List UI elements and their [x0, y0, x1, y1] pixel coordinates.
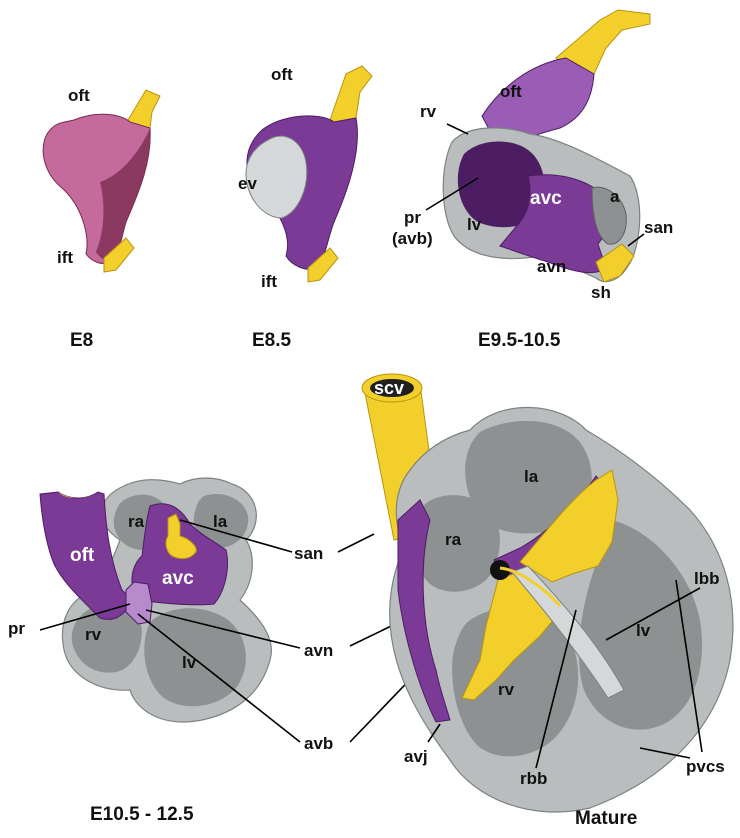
label-avn-shared: avn [304, 641, 333, 660]
label-ev-e85: ev [238, 174, 257, 193]
stage-label-e8: E8 [70, 330, 93, 351]
label-avj-mature: avj [404, 747, 428, 766]
e105-heart-section [40, 478, 271, 722]
stage-label-e85: E8.5 [252, 330, 292, 351]
leader-rv-e95 [447, 124, 468, 134]
label-san-e95: san [644, 218, 673, 237]
label-san-shared: san [294, 544, 323, 563]
label-pr-avb-e95: (avb) [392, 229, 433, 248]
label-lv-mature: lv [636, 621, 651, 640]
label-avc-e95: avc [530, 188, 562, 209]
e85-heart-tube [246, 66, 372, 282]
e8-heart-tube [43, 90, 160, 272]
e85-outflow-tract [330, 66, 372, 126]
label-lv-e105: lv [182, 653, 197, 672]
label-lv-e95: lv [467, 215, 482, 234]
label-ift-e8: ift [57, 248, 73, 267]
label-oft-e85: oft [271, 65, 293, 84]
label-pr-e95: pr [404, 208, 421, 227]
label-la-e105: la [213, 512, 228, 531]
label-rv-e95: rv [420, 102, 437, 121]
label-scv-mature: scv [374, 378, 404, 398]
label-ra-e105: ra [128, 512, 145, 531]
label-oft-e95: oft [500, 82, 522, 101]
stage-label-mature: Mature [575, 808, 637, 829]
stage-label-e105: E10.5 - 12.5 [90, 804, 194, 825]
e95-heart [443, 10, 650, 282]
label-ra-mature: ra [445, 530, 462, 549]
label-avb-shared: avb [304, 734, 333, 753]
label-pvcs-mature: pvcs [686, 757, 725, 776]
label-la-mature: la [524, 467, 539, 486]
label-avc-e105: avc [162, 568, 194, 589]
label-sh-e95: sh [591, 283, 611, 302]
leader-san-mature [338, 534, 374, 552]
label-ift-e85: ift [261, 272, 277, 291]
label-pr-e105: pr [8, 619, 25, 638]
stage-label-e95: E9.5-10.5 [478, 330, 561, 351]
label-oft-e8: oft [68, 86, 90, 105]
label-avn-e95: avn [537, 257, 566, 276]
label-rbb-mature: rbb [520, 769, 547, 788]
label-rv-mature: rv [498, 680, 515, 699]
label-rv-e105: rv [85, 625, 102, 644]
label-oft-e105: oft [70, 545, 95, 566]
label-a-e95: a [610, 187, 620, 206]
label-lbb-mature: lbb [694, 569, 720, 588]
